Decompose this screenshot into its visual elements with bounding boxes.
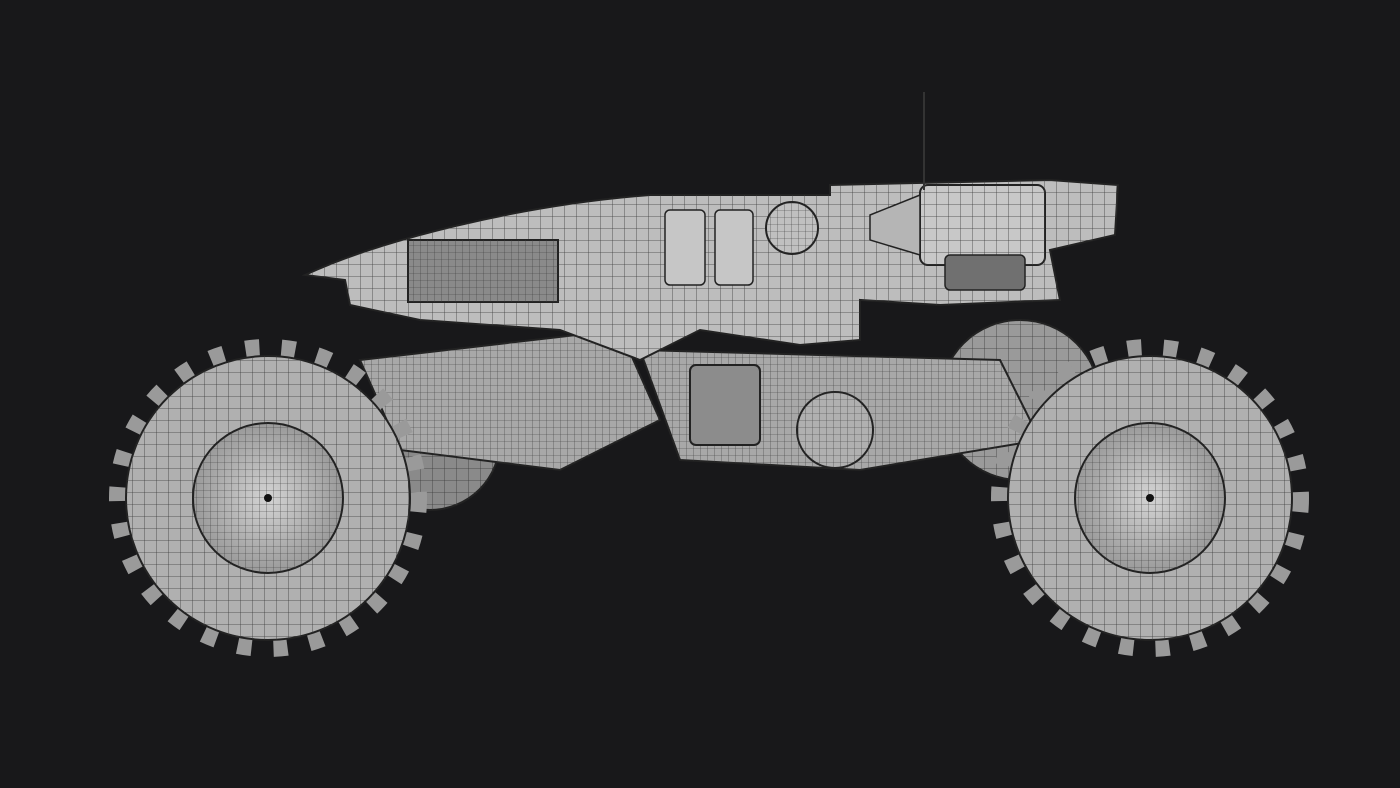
chassis (358, 328, 1042, 472)
front-wheel (991, 339, 1309, 657)
vehicle-body (301, 92, 1120, 362)
rear-wheel (109, 339, 427, 657)
